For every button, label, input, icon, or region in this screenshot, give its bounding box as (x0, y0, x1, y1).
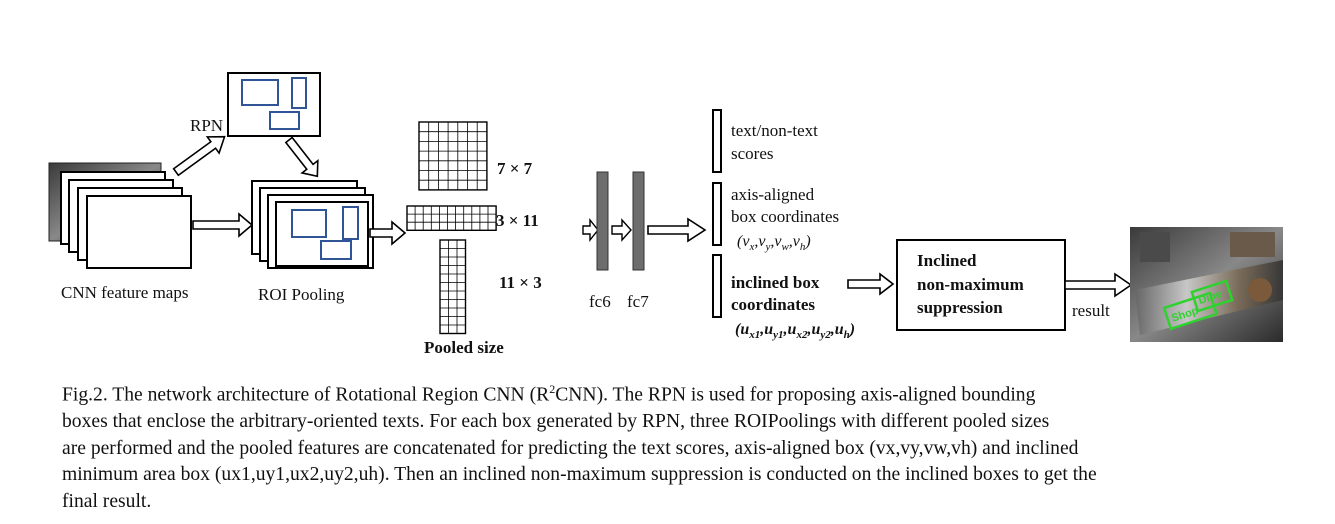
fc6-layer (596, 171, 609, 271)
nms-line2: non-maximum (917, 275, 1024, 294)
arrow-fc7-to-outputs (647, 217, 707, 243)
fc6-label: fc6 (589, 292, 611, 311)
grid-border (406, 205, 497, 231)
rpn-proposals-box (227, 72, 321, 137)
figure-caption: Fig.2. The network architecture of Rotat… (62, 376, 1272, 515)
inclined-box-output-bar (712, 254, 722, 318)
rpn-label: RPN (190, 116, 223, 135)
axis-box-output-bar (712, 182, 722, 246)
arrow-to-fc6 (582, 218, 599, 242)
cnn-feature-maps-label: CNN feature maps (61, 283, 188, 302)
axis-box-line2: box coordinates (731, 207, 839, 226)
pooled-3x11-label: 3 × 11 (496, 211, 539, 230)
caption-line-5: final result. (62, 490, 152, 512)
nms-line1: Inclined (917, 251, 977, 270)
axis-box-math: (vx,vy,vw,vh) (737, 233, 811, 253)
fc7-label: fc7 (627, 292, 649, 311)
text-scores-line1: text/non-text (731, 121, 818, 140)
arrow-fc6-to-fc7 (611, 218, 632, 242)
pooled-size-label: Pooled size (424, 338, 504, 357)
pooled-grid-7x7 (418, 121, 488, 191)
caption-line1-rest: CNN). The RPN is used for proposing axis… (555, 384, 1036, 406)
caption-line-3: are performed and the pooled features ar… (62, 437, 1079, 459)
arrow-rpn-to-roi (284, 136, 319, 178)
pooled-7x7-label: 7 × 7 (497, 159, 533, 178)
grid-border (439, 239, 467, 335)
cnn-feature-maps-stack (48, 162, 192, 269)
caption-prefix: Fig.2. The network architecture of Rotat… (62, 384, 550, 406)
axis-box-line1: axis-aligned (731, 185, 815, 204)
caption-line-1: Fig.2. The network architecture of Rotat… (62, 376, 1272, 409)
score-output-bar (712, 109, 722, 173)
roi-pooling-label: ROI Pooling (258, 285, 345, 304)
arrow-to-result (1064, 272, 1133, 298)
pooled-grid-3x11 (406, 205, 497, 231)
nms-line3: suppression (917, 298, 1003, 317)
arrow-to-rpn (172, 135, 226, 177)
caption-line-4: minimum area box (ux1,uy1,ux2,uy2,uh). T… (62, 464, 1097, 486)
nms-box (896, 239, 1066, 331)
fc7-layer (632, 171, 645, 271)
inclined-box-line2: coordinates (731, 295, 815, 314)
pooled-grid-11x3 (439, 239, 467, 335)
pooled-11x3-label: 11 × 3 (499, 273, 542, 292)
result-label: result (1072, 301, 1110, 320)
result-photo: Shop Dine (1130, 227, 1283, 342)
text-scores-line2: scores (731, 144, 773, 163)
roi-pooling-stack (251, 180, 374, 269)
architecture-diagram: CNN feature maps RPN ROI Pooling 7 × 7 3… (48, 72, 1283, 357)
grid-border (418, 121, 488, 191)
inclined-box-math: (ux1,uy1,ux2,uy2,uh) (735, 321, 855, 341)
caption-superscript: 2 (549, 382, 556, 396)
arrow-roi-to-pooled (369, 220, 407, 246)
arrow-to-nms (847, 272, 895, 296)
inclined-box-line1: inclined box (731, 273, 820, 292)
caption-line-2: boxes that enclose the arbitrary-oriente… (62, 411, 1050, 433)
arrow-features-to-roi (192, 212, 254, 238)
